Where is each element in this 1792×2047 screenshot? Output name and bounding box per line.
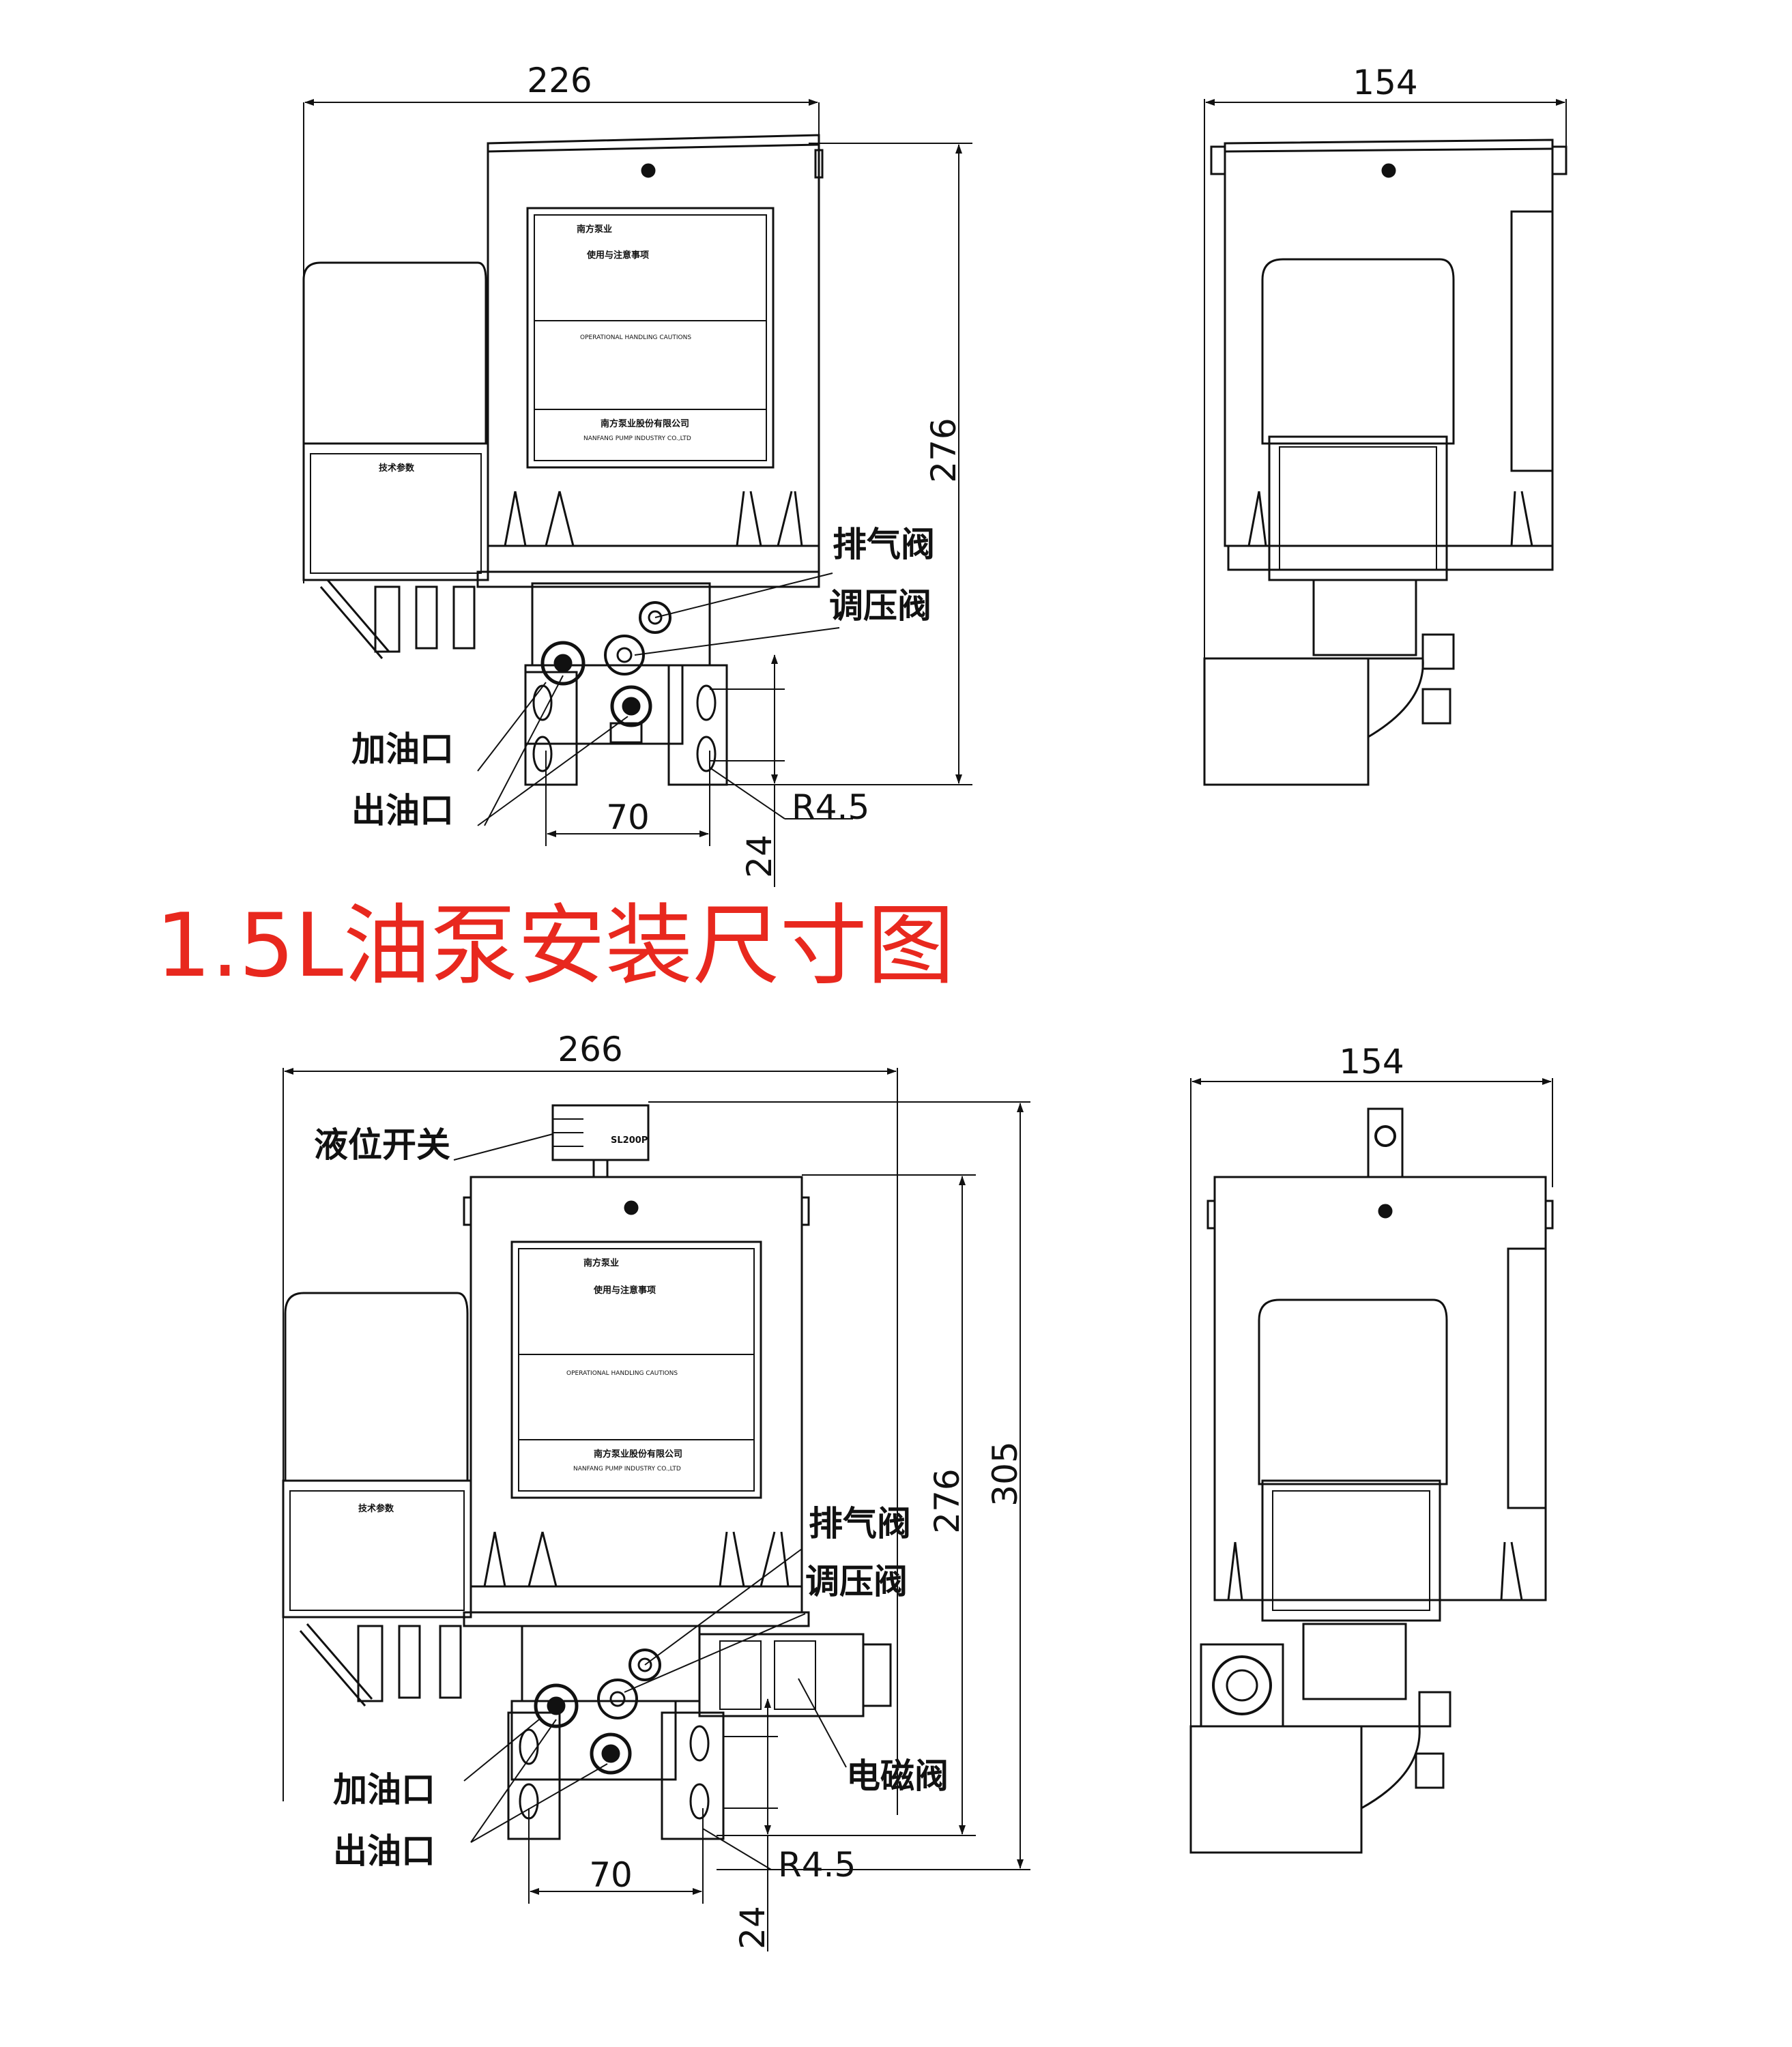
top-outlet-port-label: 出油口 [351, 791, 454, 830]
top-height-dimension: 276 [924, 418, 964, 482]
top-front-view [302, 99, 972, 887]
bottom-outlet-port-label: 出油口 [333, 1831, 435, 1871]
bottom-nameplate-company-cn: 南方泵业股份有限公司 [594, 1449, 682, 1460]
switch-tag: SL200P [611, 1135, 648, 1146]
bottom-nameplate-caution: OPERATIONAL HANDLING CAUTIONS [566, 1370, 678, 1377]
bottom-vent-valve-label: 排气阀 [809, 1504, 911, 1543]
top-width-dimension: 226 [527, 61, 592, 100]
bottom-height-dimension: 276 [927, 1468, 967, 1533]
bottom-bottom-dimension: 24 [733, 1906, 772, 1949]
bottom-nameplate-brand: 南方泵业 [583, 1258, 619, 1268]
bottom-side-width-dimension: 154 [1339, 1042, 1404, 1081]
top-bottom-dimension: 24 [740, 834, 779, 878]
level-switch-label: 液位开关 [314, 1125, 450, 1165]
top-fill-port-label: 加油口 [351, 729, 454, 769]
solenoid-valve-label: 电磁阀 [846, 1756, 949, 1796]
bottom-side-view [1189, 1078, 1554, 1854]
top-nameplate-caution: OPERATIONAL HANDLING CAUTIONS [580, 334, 691, 341]
top-hole-spacing-dimension: 70 [606, 798, 650, 837]
bottom-total-height-dimension: 305 [985, 1441, 1025, 1506]
top-nameplate-notice: 使用与注意事项 [586, 250, 649, 261]
top-vent-valve-label: 排气阀 [833, 525, 935, 564]
bottom-fill-port-label: 加油口 [333, 1770, 435, 1810]
top-spec-plate-title: 技术参数 [379, 463, 415, 474]
top-front-labels: 226 276 70 24 R4.5 排气阀 调压阀 加油口 出油口 南方泵业 … [351, 61, 964, 878]
bottom-spec-plate-title: 技术参数 [358, 1503, 394, 1514]
top-nameplate-company-cn: 南方泵业股份有限公司 [601, 418, 689, 429]
bottom-nameplate-company-en: NANFANG PUMP INDUSTRY CO.,LTD [573, 1466, 681, 1472]
bottom-front-labels: 266 305 276 70 24 R4.5 液位开关 排气阀 调压阀 电磁阀 … [314, 1030, 1025, 1949]
top-radius-label: R4.5 [792, 787, 869, 827]
diagram-title: 1.5L油泵安装尺寸图 [156, 895, 955, 997]
bottom-radius-label: R4.5 [778, 1845, 856, 1885]
bottom-pressure-valve-label: 调压阀 [805, 1562, 908, 1601]
bottom-hole-spacing-dimension: 70 [589, 1855, 633, 1895]
top-pressure-valve-label: 调压阀 [829, 586, 931, 626]
top-side-width-dimension: 154 [1353, 63, 1417, 102]
bottom-front-view [282, 1068, 1030, 1951]
bottom-nameplate-notice: 使用与注意事项 [593, 1285, 656, 1296]
top-nameplate-company-en: NANFANG PUMP INDUSTRY CO.,LTD [583, 435, 691, 442]
top-side-view [1203, 99, 1567, 786]
top-nameplate-brand: 南方泵业 [577, 224, 612, 235]
bottom-width-dimension: 266 [558, 1030, 622, 1069]
